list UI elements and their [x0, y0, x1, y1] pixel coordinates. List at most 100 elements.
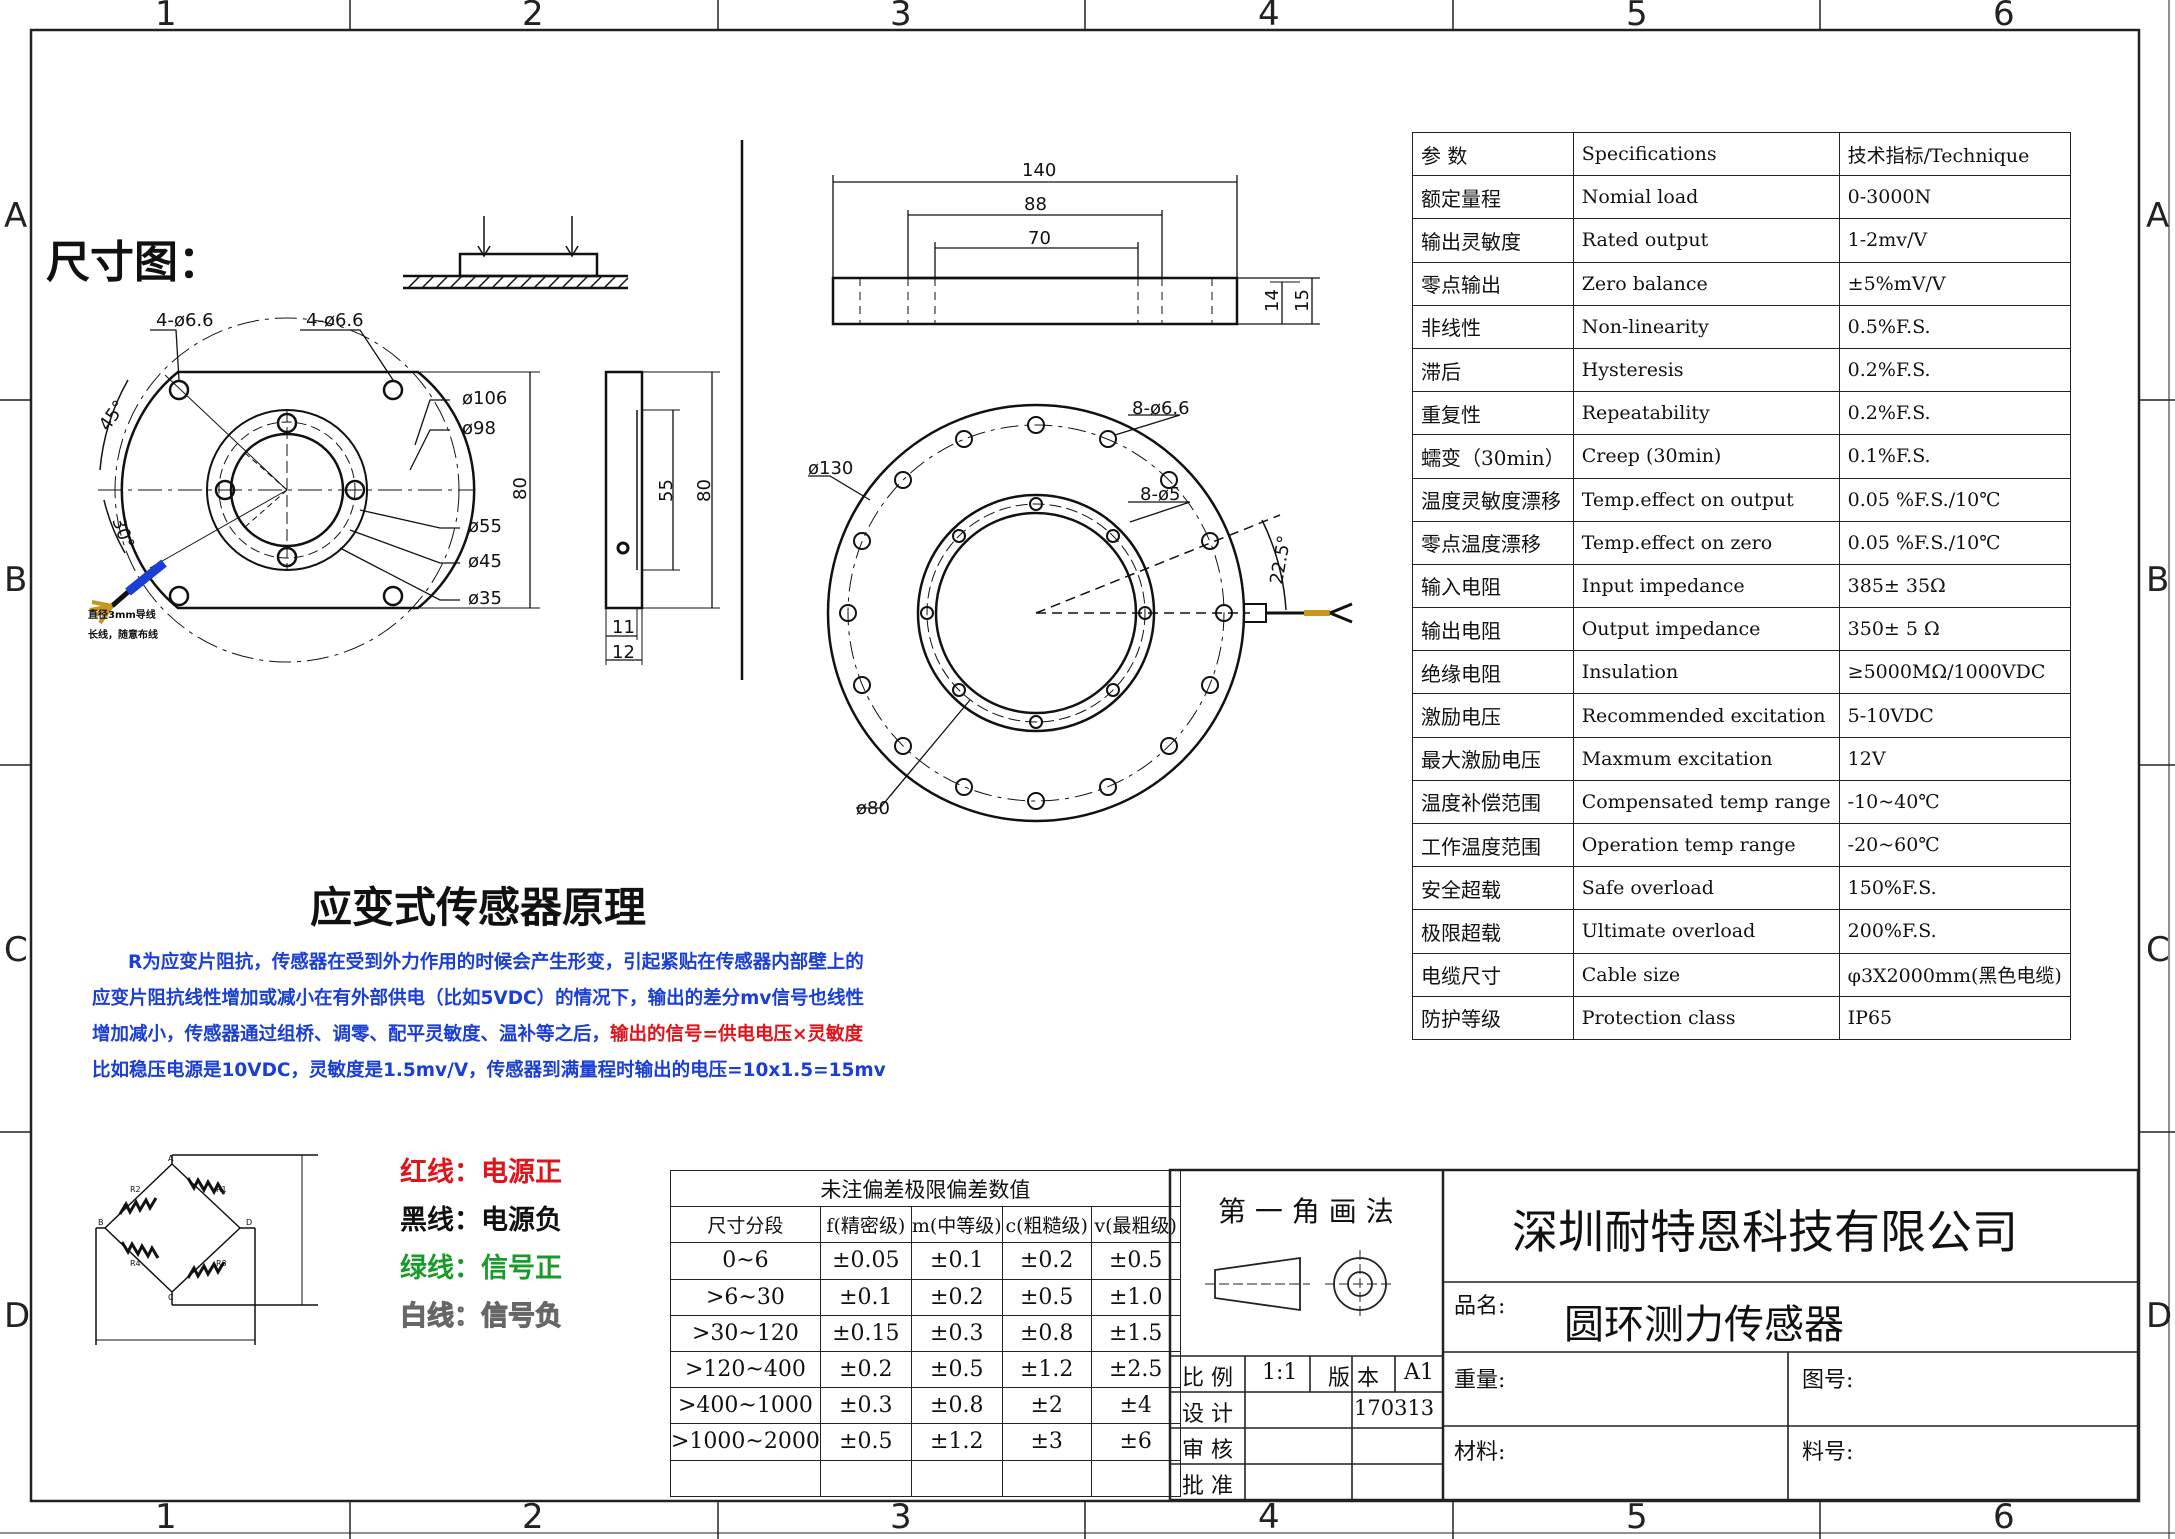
tolerance-row: >400~1000±0.3±0.8±2±4 — [670, 1387, 1181, 1425]
tolerance-cell: ±0.3 — [819, 1387, 912, 1425]
tolerance-header-cell: v(最粗级) — [1090, 1206, 1181, 1244]
label-side-55: 55 — [656, 479, 677, 502]
bridge-node-c: C — [168, 1293, 174, 1302]
wire-green-legend: 绿线：信号正 — [400, 1246, 562, 1285]
tolerance-cell: ±0.15 — [819, 1314, 912, 1352]
col-number-4-bottom: 4 — [1258, 1497, 1280, 1537]
label-8-dia-6-6: 8-ø6.6 — [1132, 398, 1190, 419]
material-label: 材料: — [1454, 1440, 1506, 1465]
col-number-4: 4 — [1258, 0, 1280, 34]
spec-name-cell: Output impedance — [1572, 607, 1840, 652]
spec-parameter-cell: 温度补偿范围 — [1412, 779, 1574, 825]
label-width-140: 140 — [1022, 160, 1056, 181]
tolerance-blank-cell — [819, 1459, 912, 1497]
tolerance-blank-row — [670, 1459, 1181, 1497]
bridge-resistor-r4: R4 — [130, 1259, 141, 1268]
row-letter-c: C — [4, 930, 28, 970]
tolerance-cell: 0~6 — [670, 1242, 821, 1280]
spec-name-cell: Ultimate overload — [1572, 909, 1840, 954]
tolerance-cell: ±1.5 — [1090, 1314, 1181, 1352]
front-view-outline — [98, 317, 476, 663]
row-letter-b: B — [4, 560, 28, 600]
cable-note-1: 直径3mm导线 — [88, 608, 156, 621]
spec-value-cell: 0.1%F.S. — [1838, 434, 2071, 479]
wheatstone-bridge-diagram: A B C D R1 R2 R3 R4 — [95, 1154, 318, 1345]
tolerance-cell: ±1.2 — [910, 1423, 1003, 1461]
spec-parameter-cell: 电缆尺寸 — [1412, 952, 1574, 997]
spec-value-cell: 0.05 %F.S./10℃ — [1838, 520, 2071, 565]
label-dia-80: ø80 — [856, 798, 890, 819]
bolt-holes — [839, 416, 1233, 810]
wire-black-text: 黑线：电源负 — [400, 1205, 562, 1236]
col-number-5-bottom: 5 — [1626, 1497, 1648, 1537]
bridge-node-b: B — [98, 1218, 104, 1227]
spec-parameter-cell: 最大激励电压 — [1412, 736, 1574, 781]
row-letter-c-right: C — [2146, 930, 2170, 970]
weight-label: 重量: — [1454, 1368, 1506, 1393]
spec-value-cell: 5-10VDC — [1838, 693, 2071, 738]
row-letter-a: A — [4, 196, 28, 236]
label-side-11: 11 — [612, 617, 635, 638]
spec-name-cell: Temp.effect on zero — [1572, 520, 1840, 565]
row-letter-b-right: B — [2146, 560, 2170, 600]
spec-parameter-cell: 非线性 — [1412, 304, 1574, 349]
bridge-resistor-r1: R1 — [216, 1185, 227, 1194]
spec-name-cell: Safe overload — [1572, 866, 1840, 911]
wire-red-legend: 红线：电源正 — [400, 1150, 562, 1189]
label-side-80: 80 — [694, 479, 715, 502]
tolerance-cell: ±0.5 — [1001, 1278, 1092, 1316]
spec-parameter-cell: 输出灵敏度 — [1412, 218, 1574, 263]
wire-white-legend: 白线：信号负 — [400, 1294, 563, 1333]
label-30-degrees: 30° — [107, 515, 138, 552]
tolerance-cell: ±0.2 — [819, 1350, 912, 1389]
wire-red-text: 红线：电源正 — [400, 1157, 562, 1188]
bridge-resistor-r3: R3 — [216, 1259, 227, 1268]
cable-note-2: 长线，随意布线 — [88, 628, 158, 641]
tolerance-cell: ±2 — [1001, 1387, 1092, 1425]
tolerance-row: 0~6±0.05±0.1±0.2±0.5 — [670, 1242, 1181, 1280]
spec-name-cell: Nomial load — [1572, 175, 1840, 220]
tolerance-title: 未注偏差极限偏差数值 — [670, 1169, 1181, 1208]
spec-value-cell: 200%F.S. — [1838, 909, 2071, 954]
review-label: 审 核 — [1182, 1438, 1233, 1463]
design-label: 设 计 — [1182, 1402, 1233, 1427]
spec-value-cell: 385± 35Ω — [1838, 563, 2071, 609]
approve-label: 批 准 — [1182, 1474, 1233, 1499]
tolerance-cell: ±3 — [1001, 1423, 1092, 1461]
company-name: 深圳耐特恩科技有限公司 — [1512, 1205, 2018, 1259]
tolerance-blank-cell — [1001, 1459, 1092, 1497]
spec-value-cell: 0.05 %F.S./10℃ — [1838, 477, 2071, 522]
tolerance-blank-cell — [670, 1459, 821, 1497]
spec-name-cell: Rated output — [1572, 218, 1840, 263]
tolerance-blank-cell — [1090, 1459, 1181, 1497]
spec-value-cell: 0.2%F.S. — [1838, 391, 2071, 436]
tolerance-cell: ±1.0 — [1090, 1278, 1181, 1316]
tolerance-cell: ±0.1 — [819, 1278, 912, 1316]
spec-name-cell: Temp.effect on output — [1572, 477, 1840, 522]
spec-name-cell: Creep (30min) — [1572, 434, 1840, 479]
col-number-3-bottom: 3 — [890, 1497, 912, 1537]
tolerance-cell: >1000~2000 — [670, 1423, 821, 1461]
spec-value-cell: 150%F.S. — [1838, 866, 2071, 911]
tolerance-cell: >6~30 — [670, 1278, 821, 1316]
spec-value-cell: 350± 5 Ω — [1838, 607, 2071, 652]
label-dia-98: ø98 — [462, 418, 496, 439]
col-number-1: 1 — [155, 0, 177, 34]
tolerance-row: >120~400±0.2±0.5±1.2±2.5 — [670, 1350, 1181, 1389]
label-dia-45: ø45 — [468, 551, 502, 572]
product-name: 圆环测力传感器 — [1564, 1302, 1844, 1348]
spec-name-cell: Maxmum excitation — [1572, 736, 1840, 781]
